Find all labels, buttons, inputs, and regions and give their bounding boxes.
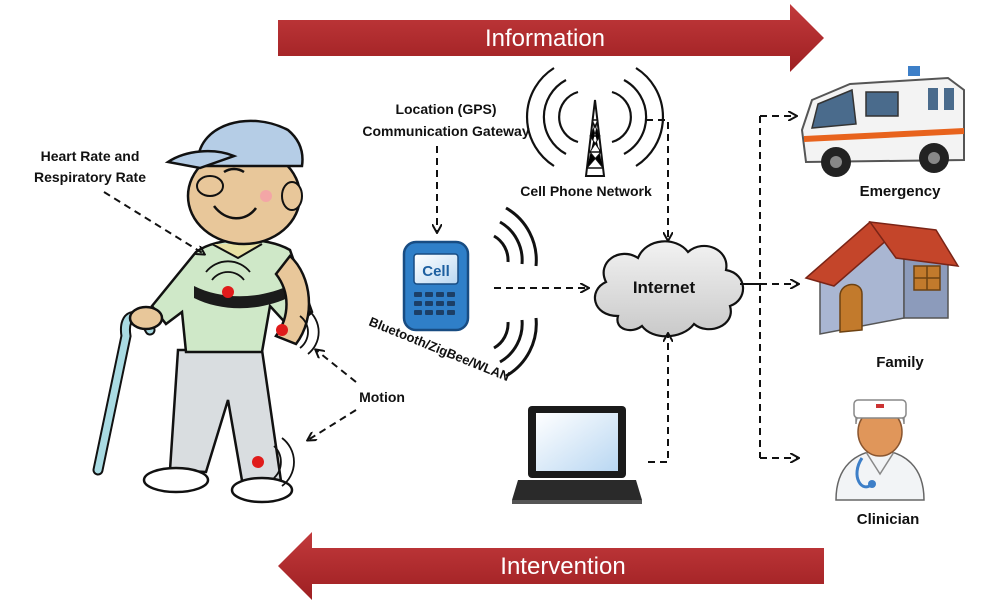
house-icon	[804, 221, 960, 335]
motion-label: Motion	[359, 389, 405, 405]
cell-phone-icon: Cell	[402, 240, 470, 332]
arm-motion-sensor-dot	[276, 324, 288, 336]
heart-rate-label-line2: Respiratory Rate	[34, 169, 146, 185]
laptop-icon	[512, 406, 642, 504]
phone-screen-text: Cell	[422, 263, 450, 280]
phone-signal-waves	[493, 206, 538, 378]
family-label: Family	[876, 354, 924, 371]
intervention-arrow: Intervention	[278, 532, 824, 600]
gateway-label-line1: Location (GPS)	[395, 101, 496, 117]
clinician-icon	[835, 399, 925, 501]
motion-arrow-leg	[308, 409, 357, 440]
laptop-to-internet-arrow	[648, 334, 668, 463]
clinician-label: Clinician	[857, 511, 920, 528]
internet-label: Internet	[633, 278, 696, 297]
tower-to-internet-arrow	[646, 119, 668, 240]
internet-cloud-icon: Internet	[593, 240, 745, 338]
ambulance-icon	[800, 66, 965, 177]
heart-sensor-dot	[222, 286, 234, 298]
heart-rate-label-line1: Heart Rate and	[41, 148, 140, 164]
motion-arrow-arm	[316, 350, 357, 383]
intervention-label: Intervention	[500, 553, 625, 580]
heart-rate-arrow	[103, 191, 204, 254]
information-arrow: Information	[278, 4, 824, 72]
cell-phone-network-label: Cell Phone Network	[520, 183, 652, 199]
emergency-label: Emergency	[860, 183, 942, 200]
gateway-label-line2: Communication Gateway	[362, 123, 529, 139]
cell-tower-icon	[526, 67, 664, 177]
information-label: Information	[485, 25, 605, 52]
elderly-patient-illustration	[92, 119, 320, 504]
leg-motion-sensor-dot	[252, 456, 264, 468]
